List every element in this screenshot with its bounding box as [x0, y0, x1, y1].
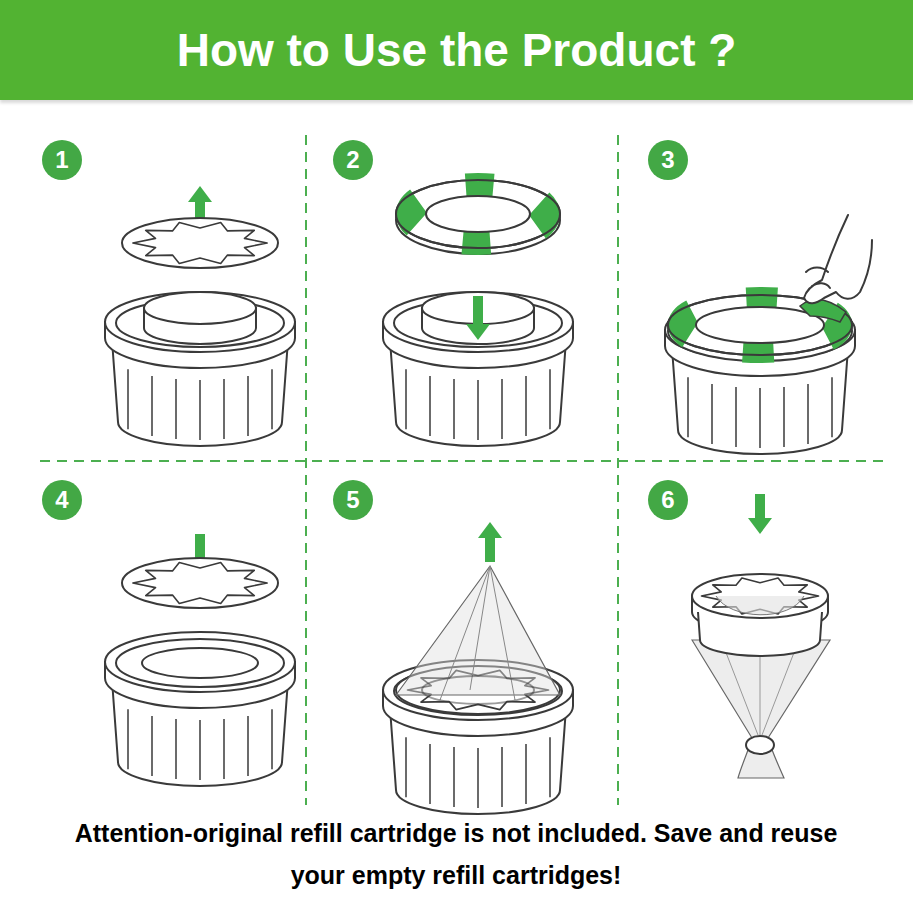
cartridge-rib [807, 384, 809, 444]
refill-cartridge [105, 632, 295, 786]
cartridge-rib [247, 376, 249, 436]
inner-cylinder-top [144, 292, 256, 324]
ring-hole [426, 196, 530, 232]
refill-cartridge [105, 292, 295, 446]
cartridge-rib [429, 744, 431, 804]
cartridge-rib [247, 716, 249, 776]
step-number-circle: 1 [42, 140, 82, 180]
bag-knot [746, 736, 774, 754]
callout-number: 4 [55, 486, 68, 514]
inner-ring [142, 648, 258, 678]
ring-outline [396, 180, 560, 248]
separator-line [305, 135, 307, 805]
star-lid [122, 558, 278, 608]
ring-outer [396, 180, 560, 248]
callout-number: 1 [55, 146, 68, 174]
cartridge-rib [711, 384, 713, 444]
cartridge-rib [501, 747, 503, 807]
callout-number: 2 [346, 146, 359, 174]
direction-arrow [748, 494, 772, 534]
cartridge-rib [175, 379, 177, 439]
direction-arrow [466, 296, 490, 340]
cartridge-rib [687, 377, 689, 437]
hanging-bag [692, 640, 830, 778]
bag-ring [422, 676, 534, 704]
cartridge-rib [223, 379, 225, 439]
refill-cartridge [665, 300, 855, 454]
caption: Attention-original refill cartridge is n… [71, 812, 841, 896]
step-number-circle: 5 [333, 480, 373, 520]
cartridge-rib [199, 380, 201, 440]
separator-line [40, 460, 890, 462]
bag-fold [440, 566, 515, 700]
cartridge-rib [501, 379, 503, 439]
cartridge-top [105, 632, 295, 692]
cartridge-rib [453, 379, 455, 439]
step-number-circle: 4 [42, 480, 82, 520]
star-lid [122, 218, 278, 268]
cartridge-lip [116, 639, 284, 687]
cartridge-rib [151, 716, 153, 776]
cartridge-rib [405, 737, 407, 797]
sealing-ring [668, 295, 852, 361]
callout-number: 5 [346, 486, 359, 514]
step-number-circle: 3 [648, 140, 688, 180]
ring-outline [668, 295, 852, 355]
cartridge-rib [429, 376, 431, 436]
cartridge-rib [127, 709, 129, 769]
cartridge-rib [477, 380, 479, 440]
cartridge-rib [271, 369, 273, 429]
cartridge-rib [549, 737, 551, 797]
step-number-circle: 6 [648, 480, 688, 520]
lid-disc [692, 574, 828, 618]
refill-cartridge [383, 292, 573, 446]
cartridge-rib [175, 719, 177, 779]
lid-disc [122, 558, 278, 608]
cartridge-rib [525, 376, 527, 436]
ring-outer [668, 295, 852, 355]
star-opening [702, 578, 819, 614]
cartridge-rib [735, 387, 737, 447]
cartridge-rib [199, 720, 201, 780]
hand [804, 215, 872, 303]
step-number-circle: 2 [333, 140, 373, 180]
cartridge-rib [783, 387, 785, 447]
callout-number: 6 [661, 486, 674, 514]
cartridge-top [383, 292, 573, 352]
bag-inside [716, 596, 804, 615]
separator-lines [40, 135, 890, 805]
cartridge-rib [127, 369, 129, 429]
peel-tab [800, 300, 846, 322]
sealing-ring [396, 180, 560, 254]
cartridge-rib [477, 748, 479, 808]
bag-fold [725, 650, 795, 735]
cartridge-rib [271, 709, 273, 769]
cartridge-rib [525, 744, 527, 804]
callout-number: 3 [661, 146, 674, 174]
title: How to Use the Product ? [0, 0, 913, 100]
cartridge-rib [453, 747, 455, 807]
lid-disc [122, 218, 278, 268]
cartridge-rib [831, 377, 833, 437]
star-lid [692, 574, 828, 618]
cartridge-rib [549, 369, 551, 429]
ring-band [411, 188, 545, 240]
cartridge-rib [759, 388, 761, 448]
star-opening [133, 563, 267, 604]
separator-line [617, 135, 619, 805]
cartridge-rib [151, 376, 153, 436]
star-opening [133, 223, 267, 264]
cartridge-rib [223, 719, 225, 779]
ring-hole [696, 307, 824, 343]
cartridge-rib [405, 369, 407, 429]
cartridge-top [105, 292, 295, 352]
direction-arrow [478, 522, 502, 562]
